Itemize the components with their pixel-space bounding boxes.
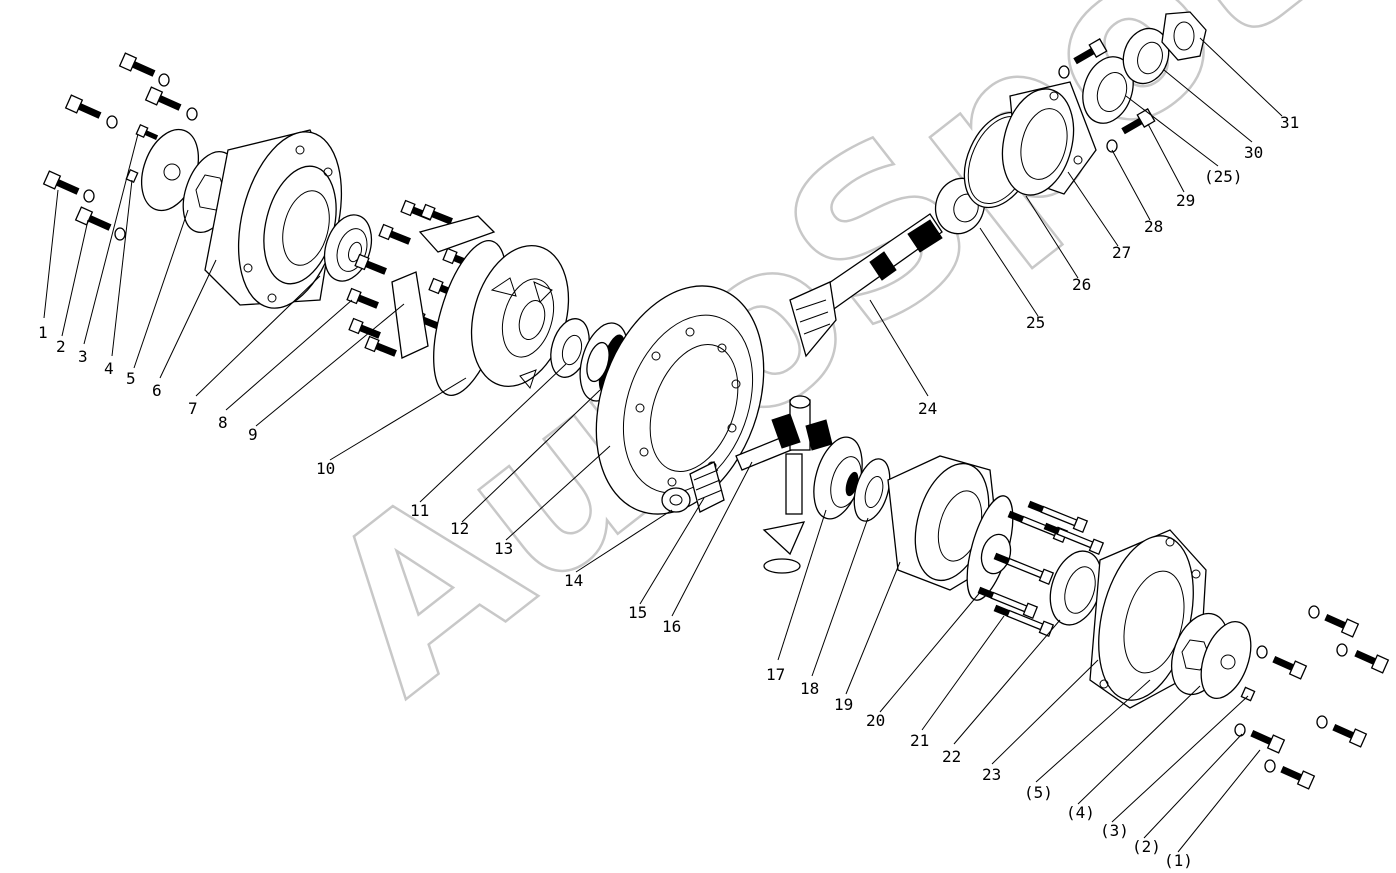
label-22: 22 <box>942 747 961 766</box>
left-bolts <box>42 52 198 241</box>
label-2: 2 <box>56 337 66 356</box>
label-25-ref: (25) <box>1204 167 1243 186</box>
label-27: 27 <box>1112 243 1131 262</box>
label-11: 11 <box>410 501 429 520</box>
label-30: 30 <box>1244 143 1263 162</box>
label-17: 17 <box>766 665 785 684</box>
label-24: 24 <box>918 399 937 418</box>
right-bolts <box>1234 605 1390 790</box>
lower-pinion-gear <box>762 521 806 574</box>
label-14: 14 <box>564 571 583 590</box>
label-3-ref: (3) <box>1100 821 1129 840</box>
label-26: 26 <box>1072 275 1091 294</box>
label-12: 12 <box>450 519 469 538</box>
seal-washer <box>1122 27 1170 85</box>
part-labels: 1 2 3 4 5 6 7 8 9 10 11 12 13 14 15 16 1… <box>38 113 1299 870</box>
left-housing <box>204 129 343 309</box>
label-16: 16 <box>662 617 681 636</box>
label-6: 6 <box>152 381 162 400</box>
label-21: 21 <box>910 731 929 750</box>
carrier-bolts <box>1058 38 1156 153</box>
pinion-gear <box>689 461 725 513</box>
label-5: 5 <box>126 369 136 388</box>
label-20: 20 <box>866 711 885 730</box>
label-19: 19 <box>834 695 853 714</box>
label-18: 18 <box>800 679 819 698</box>
label-1: 1 <box>38 323 48 342</box>
pinion-washer <box>661 487 691 513</box>
label-4-ref: (4) <box>1066 803 1095 822</box>
label-7: 7 <box>188 399 198 418</box>
label-29: 29 <box>1176 191 1195 210</box>
spider-cross <box>735 395 833 515</box>
lock-plates <box>391 215 496 359</box>
label-23: 23 <box>982 765 1001 784</box>
label-3: 3 <box>78 347 88 366</box>
label-8: 8 <box>218 413 228 432</box>
label-25: 25 <box>1026 313 1045 332</box>
right-housing <box>1089 529 1207 709</box>
ring-gear <box>595 285 765 515</box>
label-5-ref: (5) <box>1024 783 1053 802</box>
label-31: 31 <box>1280 113 1299 132</box>
label-4: 4 <box>104 359 114 378</box>
right-cover-plate <box>1171 612 1252 699</box>
pinion-nut <box>1161 11 1207 61</box>
case-bolts-right <box>977 500 1105 638</box>
label-10: 10 <box>316 459 335 478</box>
label-2-ref: (2) <box>1132 837 1161 856</box>
outer-pinion-bearing <box>1082 56 1134 124</box>
label-1-ref: (1) <box>1164 851 1193 870</box>
label-15: 15 <box>628 603 647 622</box>
drive-pinion-shaft <box>789 213 943 358</box>
label-9: 9 <box>248 425 258 444</box>
pinion-carrier <box>1001 81 1097 196</box>
leader-lines <box>43 37 1283 853</box>
label-13: 13 <box>494 539 513 558</box>
thrust-washer-right <box>853 458 891 522</box>
label-28: 28 <box>1144 217 1163 236</box>
